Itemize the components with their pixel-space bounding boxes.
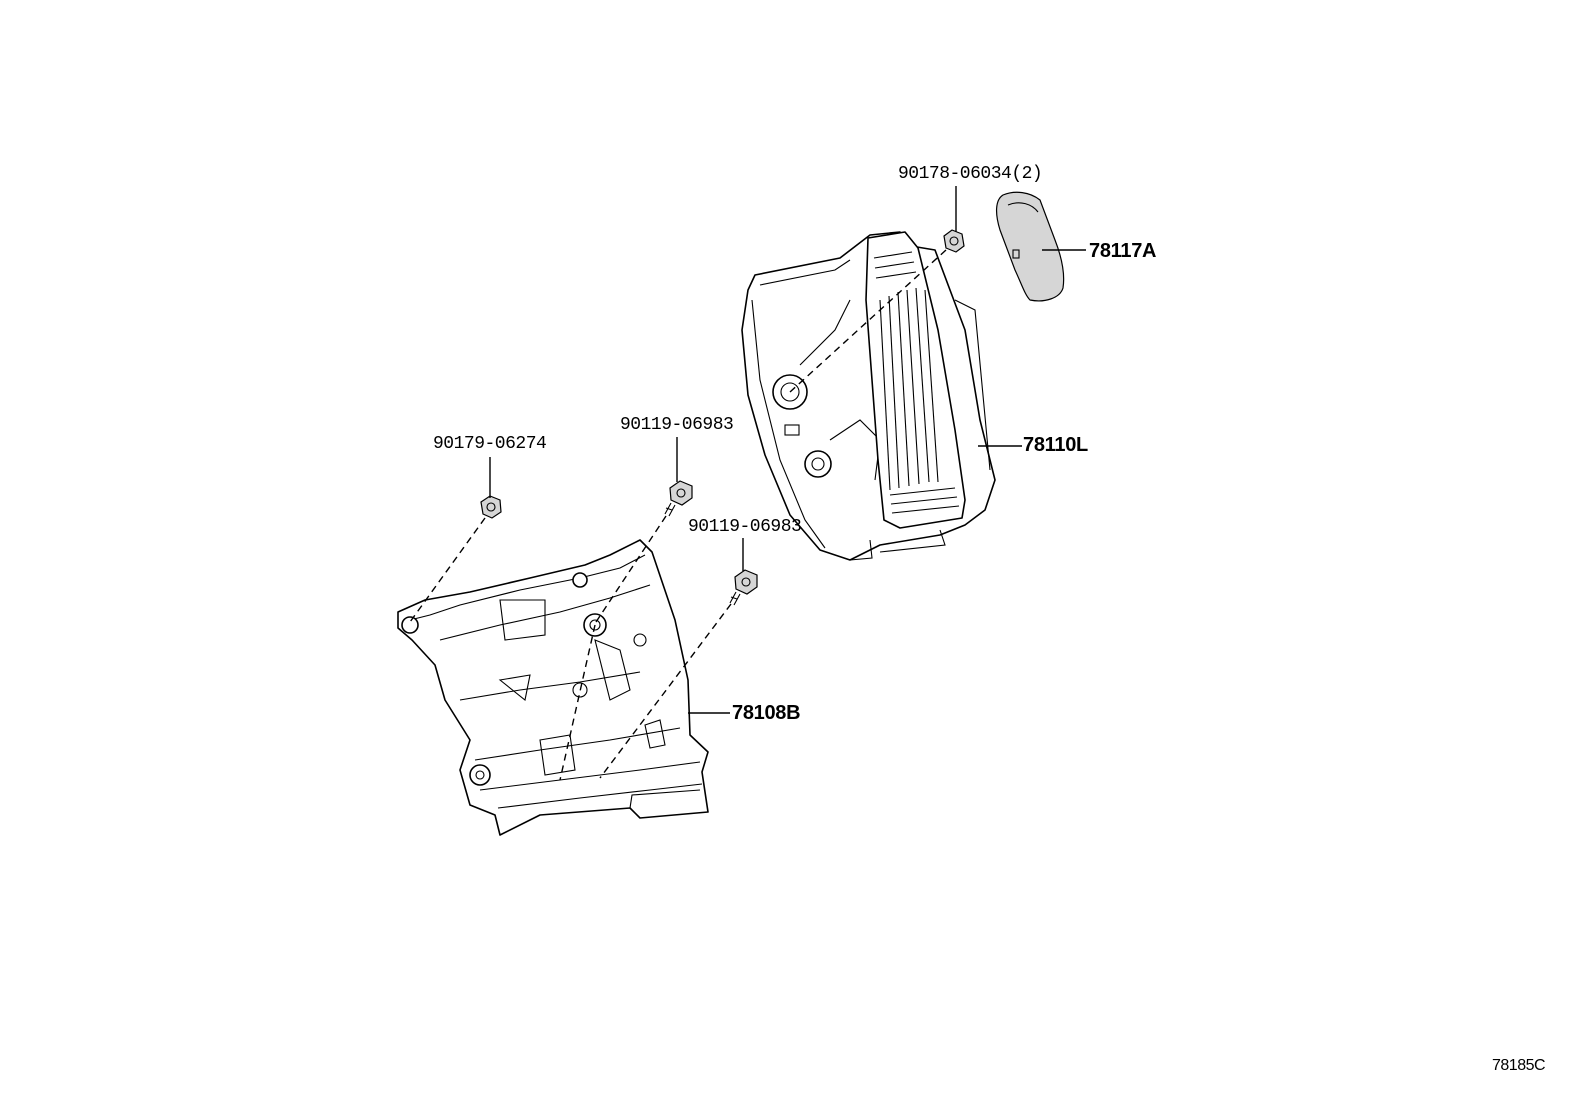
pedal-pad-cover	[996, 191, 1065, 302]
figure-reference: 78185C	[1492, 1057, 1546, 1074]
label-78110l: 78110L	[1023, 434, 1088, 456]
label-90178-06034: 90178-06034(2)	[898, 164, 1043, 184]
nut-90179	[480, 495, 502, 519]
accelerator-pedal-assembly	[741, 231, 996, 561]
label-78117a: 78117A	[1089, 240, 1157, 262]
bolt-90119-a	[664, 480, 693, 517]
label-90179-06274: 90179-06274	[433, 434, 547, 454]
bolt-90119-b	[729, 569, 758, 606]
nut-90178	[943, 229, 965, 253]
label-90119-06983-a: 90119-06983	[620, 415, 734, 435]
leader-lines	[489, 186, 1086, 714]
assembly-lines	[409, 249, 947, 781]
label-78108b: 78108B	[732, 702, 801, 724]
label-90119-06983-b: 90119-06983	[688, 517, 802, 537]
pedal-bracket	[397, 539, 709, 836]
